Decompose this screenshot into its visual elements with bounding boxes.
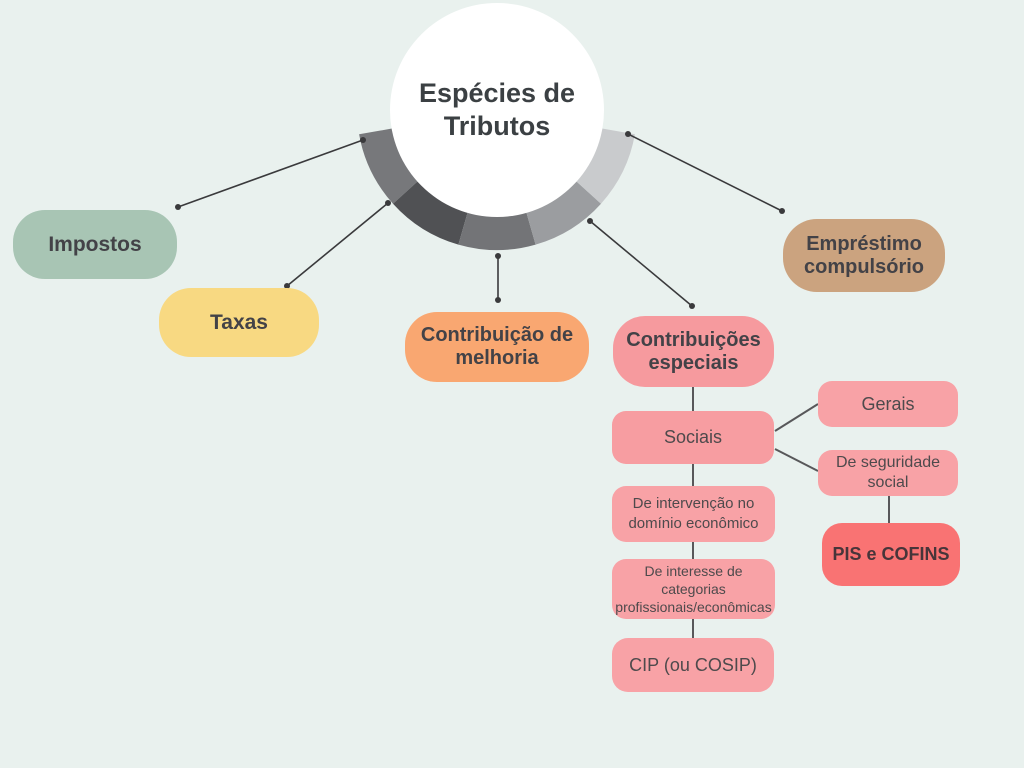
endpoint-dot — [360, 137, 366, 143]
node-pis-e-cofins: PIS e COFINS — [822, 523, 960, 586]
endpoint-dot — [625, 131, 631, 137]
endpoint-dot — [689, 303, 695, 309]
node-gerais: Gerais — [818, 381, 958, 427]
root-title: Espécies de Tributos — [418, 78, 576, 141]
node-impostos: Impostos — [13, 210, 177, 279]
node-de-seguridade-social: De seguridade social — [818, 450, 958, 496]
node-sociais: Sociais — [612, 411, 774, 464]
connector-emprestimo — [627, 133, 783, 212]
node-emprestimo-compulsorio: Empréstimo compulsório — [783, 219, 945, 292]
connector-sociais-seguridade — [774, 448, 819, 472]
endpoint-dot — [495, 297, 501, 303]
connector-especiais — [589, 220, 693, 307]
connector-impostos — [177, 139, 364, 208]
root-node-circle: Espécies de Tributos — [390, 3, 604, 217]
connector-sociais-gerais — [774, 403, 819, 432]
node-de-interesse-de-categorias: De interesse de categorias profissionais… — [612, 559, 775, 619]
endpoint-dot — [175, 204, 181, 210]
node-contribuicao-de-melhoria: Contribuição de melhoria — [405, 312, 589, 382]
endpoint-dot — [587, 218, 593, 224]
node-cip-ou-cosip: CIP (ou COSIP) — [612, 638, 774, 692]
endpoint-dot — [779, 208, 785, 214]
endpoint-dot — [495, 253, 501, 259]
connector-taxas — [286, 202, 389, 287]
endpoint-dot — [385, 200, 391, 206]
node-de-intervencao-no-dominio-economico: De intervenção no domínio econômico — [612, 486, 775, 542]
arc-segment-3 — [458, 211, 536, 251]
node-taxas: Taxas — [159, 288, 319, 357]
node-contribuicoes-especiais: Contribuições especiais — [613, 316, 774, 387]
